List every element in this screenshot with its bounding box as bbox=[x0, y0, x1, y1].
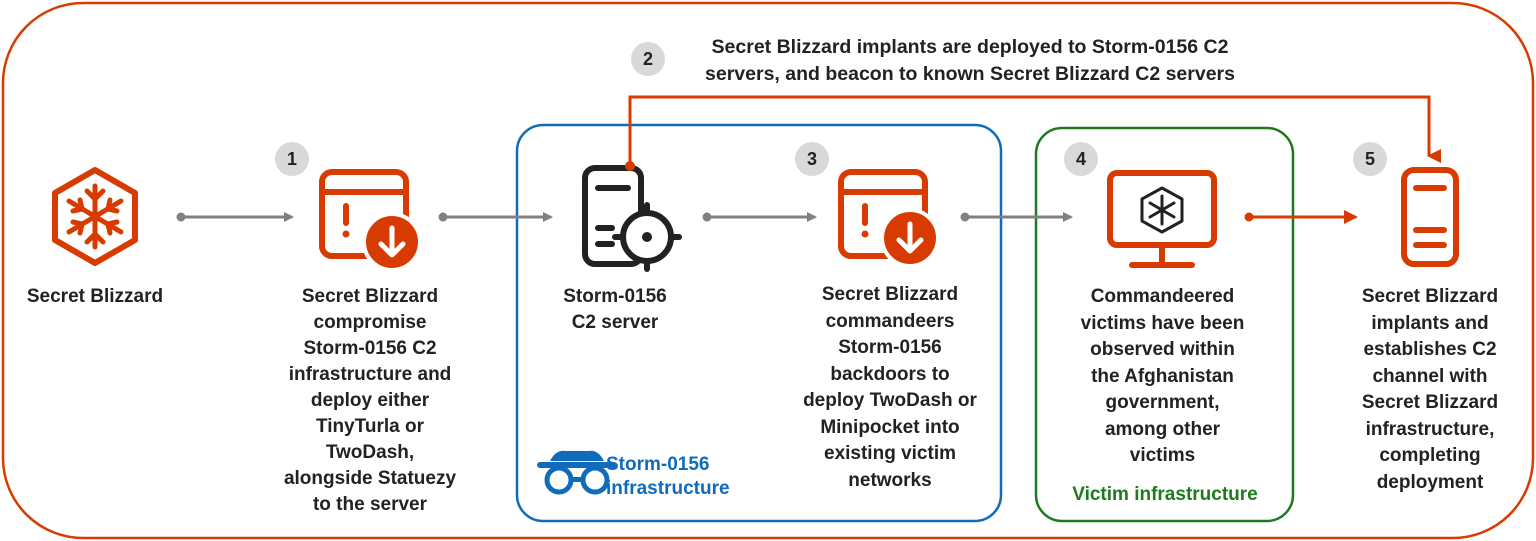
browser-download-icon bbox=[838, 169, 940, 268]
step-badge-1: 1 bbox=[275, 142, 309, 176]
storm-infrastructure-box bbox=[515, 123, 1003, 523]
svg-text:2: 2 bbox=[643, 49, 653, 69]
spy-icon bbox=[537, 450, 617, 495]
origin-label: Secret Blizzard bbox=[26, 286, 164, 307]
step4-label: Commandeered victims have been observed … bbox=[1080, 286, 1245, 466]
step-badge-4: 4 bbox=[1064, 142, 1098, 176]
svg-text:5: 5 bbox=[1365, 149, 1375, 169]
monitor-snowflake-icon bbox=[1107, 170, 1217, 268]
step3-label: Secret Blizzard commandeers Storm-0156 b… bbox=[803, 284, 977, 491]
server-icon bbox=[1401, 167, 1459, 267]
step-badge-2: 2 bbox=[631, 42, 665, 76]
step2-label: Secret Blizzard implants are deployed to… bbox=[705, 36, 1235, 85]
step-badge-5: 5 bbox=[1353, 142, 1387, 176]
svg-text:4: 4 bbox=[1076, 149, 1086, 169]
victim-infrastructure-label: Victim infrastructure bbox=[1072, 484, 1258, 505]
step-badge-3: 3 bbox=[795, 142, 829, 176]
server-label: Storm-0156 C2 server bbox=[563, 286, 667, 333]
flow-arrows bbox=[176, 95, 1441, 224]
browser-download-icon bbox=[319, 169, 422, 272]
server-target-icon bbox=[582, 165, 682, 272]
svg-text:3: 3 bbox=[807, 149, 817, 169]
storm-infrastructure-label: Storm-0156 infrastructure bbox=[606, 454, 730, 499]
victim-infrastructure-box bbox=[1034, 126, 1295, 523]
snowflake-hexagon-icon bbox=[52, 167, 138, 266]
svg-text:1: 1 bbox=[287, 149, 297, 169]
step5-label: Secret Blizzard implants and establishes… bbox=[1361, 286, 1499, 493]
step1-label: Secret Blizzard compromise Storm-0156 C2… bbox=[283, 286, 457, 515]
